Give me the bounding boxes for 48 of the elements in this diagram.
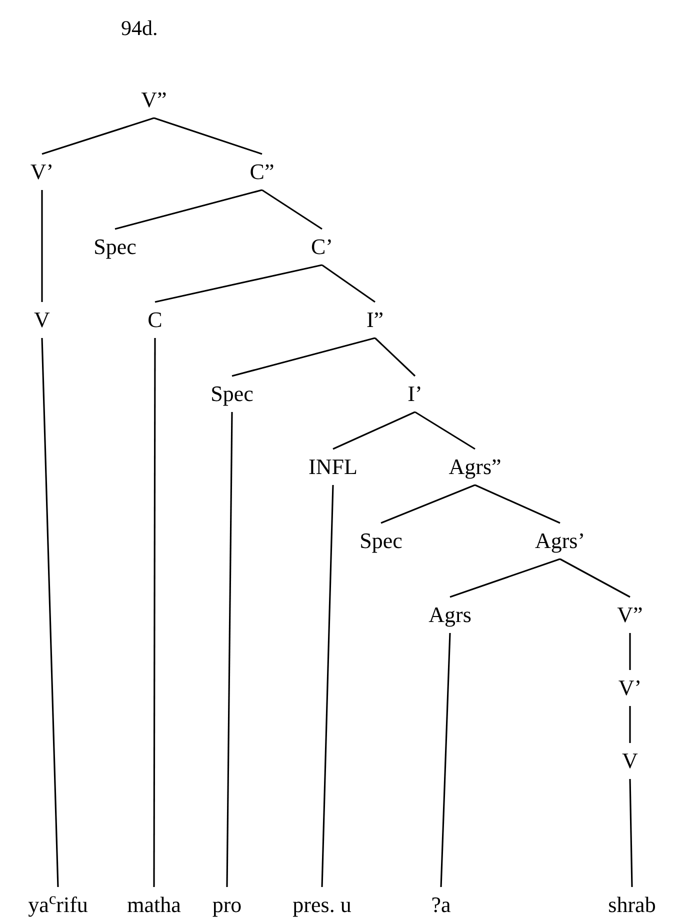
tree-branch-line [226, 412, 233, 887]
tree-branch-line [560, 558, 630, 598]
tree-branch-line [321, 484, 334, 888]
category-label: C’ [307, 229, 337, 265]
category-label: INFL [304, 449, 362, 485]
word-label: ?a [427, 887, 455, 923]
category-label: V’ [614, 670, 646, 706]
tree-branch-line [374, 337, 416, 377]
category-label: Spec [206, 376, 258, 412]
tree-branch-line [41, 190, 43, 302]
word-label: ya$^{c}$rifu [24, 887, 92, 923]
tree-branch-line [474, 484, 560, 524]
tree-branch-line [154, 264, 322, 303]
tree-branch-line [332, 411, 416, 450]
word-label: pres. u [288, 887, 356, 923]
category-label: V” [613, 597, 647, 633]
tree-branch-line [629, 778, 633, 888]
category-label: V [30, 302, 54, 338]
example-number: 94d. [121, 18, 158, 39]
tree-branch-line [440, 632, 451, 888]
tree-branch-line [42, 117, 154, 155]
category-label: V [618, 743, 642, 779]
tree-branch-line [232, 337, 376, 377]
tree-branch-line [414, 411, 476, 450]
category-label: C [144, 302, 166, 338]
category-label: V” [137, 82, 171, 118]
category-label: C” [246, 154, 278, 190]
word-label: matha [123, 887, 185, 923]
category-label: V’ [26, 154, 58, 190]
tree-branch-line [322, 264, 376, 303]
category-label: Agrs” [444, 449, 506, 485]
tree-branch-line [380, 484, 476, 524]
tree-branch-line [41, 338, 59, 888]
tree-branch-line [262, 189, 322, 230]
word-label: pro [208, 887, 246, 923]
tree-branch-line [154, 117, 262, 155]
category-label: Agrs [424, 597, 476, 633]
tree-branch-line [153, 338, 156, 887]
tree-branch-line [629, 633, 631, 670]
category-label: I’ [404, 376, 426, 412]
tree-branch-line [629, 706, 631, 743]
tree-branch-line [114, 189, 262, 230]
category-label: I” [362, 302, 388, 338]
category-label: Spec [356, 523, 406, 559]
category-label: Agrs’ [530, 523, 590, 559]
tree-branch-line [450, 558, 560, 598]
category-label: Spec [90, 229, 140, 265]
word-label: shrab [604, 887, 660, 923]
